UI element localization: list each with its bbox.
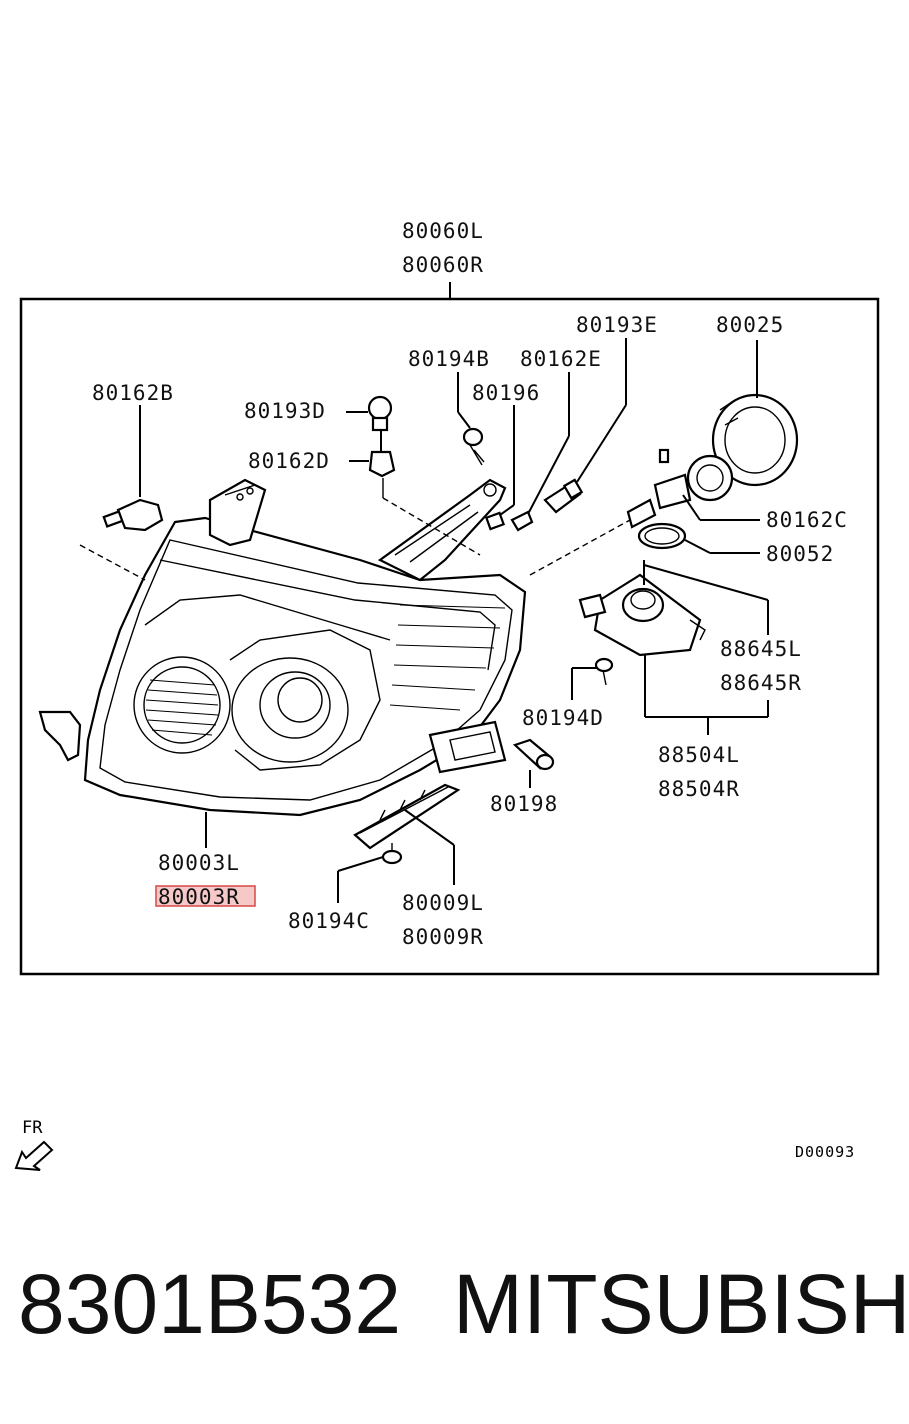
socket-80193D[interactable] [367,395,393,432]
label-80198[interactable]: 80198 [490,792,558,816]
arrow-icon [14,1140,54,1171]
bulb-80162E[interactable] [510,510,534,532]
label-80003R[interactable]: 80003R [158,885,240,909]
label-80052[interactable]: 80052 [766,542,834,566]
headlamp-assembly[interactable] [38,478,527,817]
igniter-88645[interactable] [578,573,706,657]
label-80194B[interactable]: 80194B [408,347,490,371]
label-80194D[interactable]: 80194D [522,706,604,730]
bulb-80162B[interactable] [102,498,164,532]
label-80162D[interactable]: 80162D [248,449,330,473]
label-80009R[interactable]: 80009R [402,925,484,949]
label-80003L[interactable]: 80003L [158,851,240,875]
cover-cap-80025[interactable] [711,393,799,487]
label-80193E[interactable]: 80193E [576,313,658,337]
label-80162E[interactable]: 80162E [520,347,602,371]
label-80060R[interactable]: 80060R [402,253,484,277]
label-80025[interactable]: 80025 [716,313,784,337]
label-80193D[interactable]: 80193D [244,399,326,423]
highlight-box [155,885,256,907]
label-80162B[interactable]: 80162B [92,381,174,405]
screw-80194D[interactable] [594,657,614,686]
parts-diagram: 80060L 80060R [14,219,880,1171]
front-direction-marker: FR [14,1118,54,1171]
socket-80193E[interactable] [543,478,584,514]
fr-text: FR [22,1118,43,1138]
label-88504R[interactable]: 88504R [658,777,740,801]
hid-bulb-80162C[interactable] [626,448,734,529]
label-80194C[interactable]: 80194C [288,909,370,933]
nut-80196[interactable] [484,511,506,531]
label-88645L[interactable]: 88645L [720,637,802,661]
bulb-80162D[interactable] [368,450,396,478]
label-88504L[interactable]: 88504L [658,743,740,767]
screw-80194C[interactable] [381,843,403,865]
label-80196[interactable]: 80196 [472,381,540,405]
bracket-80009[interactable] [353,783,461,850]
label-88645R[interactable]: 88645R [720,671,802,695]
diagram-code: D00093 [795,1143,855,1161]
part-number: 8301B532 [18,1257,402,1351]
label-80162C[interactable]: 80162C [766,508,848,532]
label-80060L[interactable]: 80060L [402,219,484,243]
screw-80194B[interactable] [462,427,485,466]
label-80009L[interactable]: 80009L [402,891,484,915]
brand-name: MITSUBISHI [453,1257,909,1351]
diagram-frame [19,297,880,976]
bolt-80198[interactable] [512,738,555,771]
